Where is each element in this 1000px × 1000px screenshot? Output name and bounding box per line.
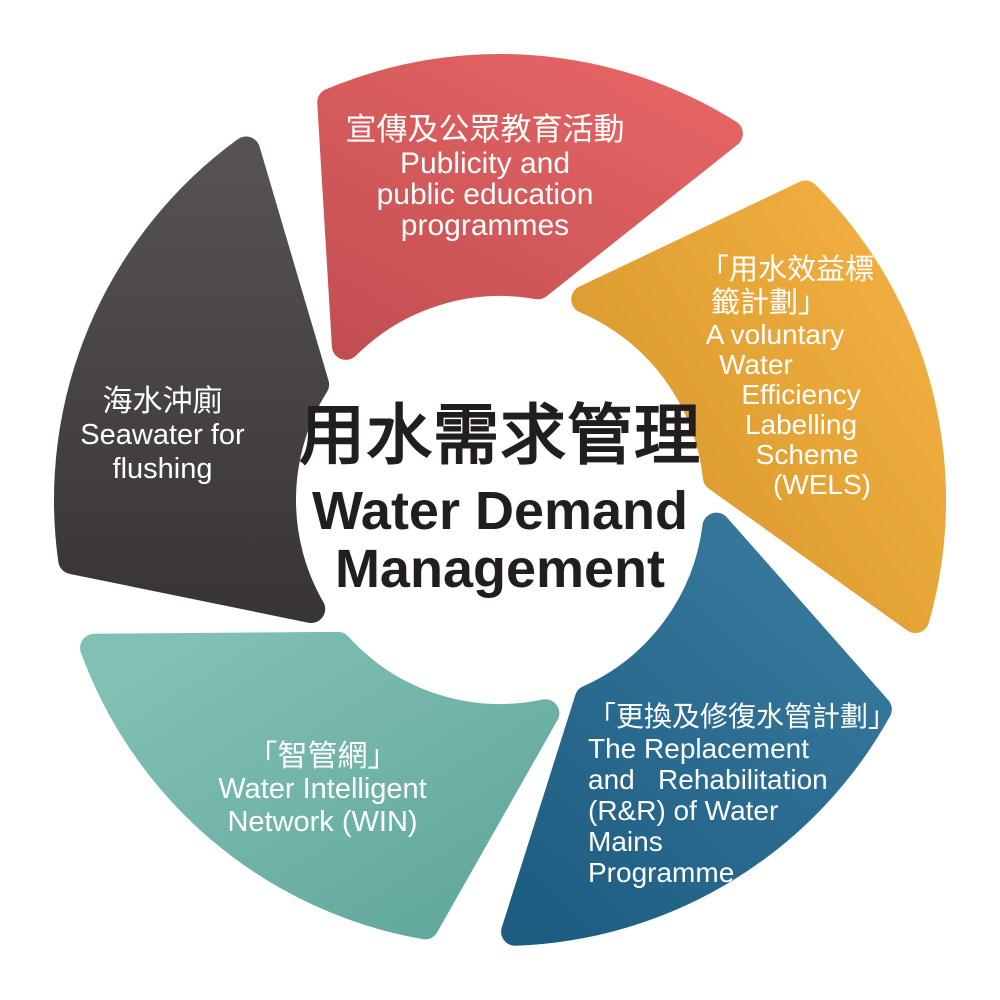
- label-line: 「用水效益標: [699, 254, 874, 286]
- label-line: Programme: [588, 857, 735, 888]
- segment-label-wels: 「用水效益標 籤計劃」 A voluntary Water Efficiency…: [685, 254, 895, 500]
- diagram-title: 用水需求管理 Water Demand Management: [250, 398, 750, 598]
- segment-seawater-arc: [54, 136, 330, 623]
- label-line: A voluntary: [705, 319, 845, 350]
- label-line: programmes: [400, 209, 570, 242]
- diagram-title-en-line1: Water Demand: [311, 481, 689, 541]
- segment-mains-arc: [501, 512, 892, 946]
- segment-label-mains: 「更換及修復水管計劃」 The Replacement and Rehabili…: [588, 700, 938, 888]
- label-line: Water: [719, 349, 793, 380]
- label-line: Efficiency: [741, 379, 861, 410]
- label-line: Network (WIN): [227, 806, 418, 838]
- label-line: (R&R) of Water: [588, 795, 779, 826]
- label-line: (WELS): [773, 469, 871, 500]
- label-line: Water Intelligent: [218, 773, 427, 805]
- label-line: 籤計劃」: [710, 287, 827, 319]
- label-line: The Replacement: [588, 733, 810, 764]
- label-line: Labelling: [744, 409, 858, 440]
- segment-win-arc: [80, 631, 560, 940]
- diagram-title-en-line2: Management: [334, 539, 666, 599]
- segment-label-seawater: 海水沖廁 Seawater for flushing: [40, 385, 285, 486]
- label-line: and Rehabilitation: [588, 764, 828, 795]
- label-line: 海水沖廁: [102, 385, 223, 418]
- label-line: Publicity and: [399, 147, 571, 180]
- label-line: Mains: [588, 826, 663, 857]
- label-line: 宣傳及公眾教育活動: [345, 112, 625, 147]
- label-line: 「智管網」: [247, 740, 398, 773]
- label-line: Scheme: [755, 439, 859, 470]
- label-line: public education: [376, 178, 594, 211]
- segment-wels-arc: [571, 180, 947, 634]
- label-line: 「更換及修復水管計劃」: [588, 701, 897, 732]
- segment-label-win: 「智管網」 Water Intelligent Network (WIN): [140, 740, 505, 839]
- label-line: Seawater for: [80, 419, 245, 451]
- label-line: flushing: [112, 453, 213, 485]
- diagram-title-en: Water Demand Management: [250, 482, 750, 598]
- diagram-title-zh: 用水需求管理: [299, 398, 701, 472]
- segment-publicity-arc: [317, 53, 743, 360]
- segment-label-publicity: 宣傳及公眾教育活動 Publicity and public education…: [280, 112, 690, 241]
